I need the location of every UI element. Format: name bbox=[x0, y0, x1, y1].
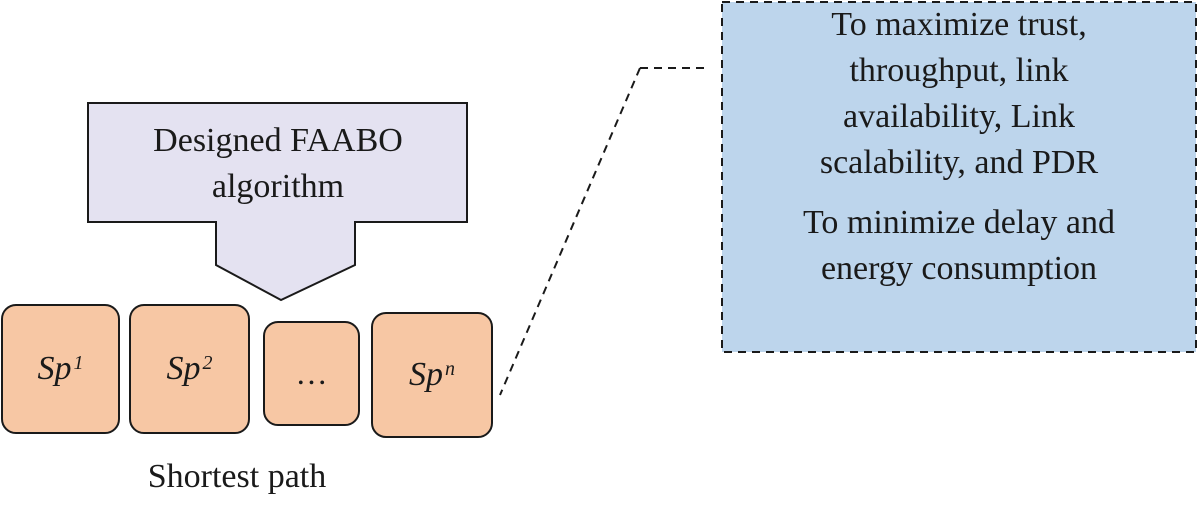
path-box-2 bbox=[129, 304, 250, 434]
ellipsis-text: … bbox=[295, 355, 328, 391]
path-box-1 bbox=[1, 304, 120, 434]
path-label-sup: 2 bbox=[202, 351, 213, 374]
objectives-box bbox=[721, 1, 1197, 353]
maximize-line: throughput, link bbox=[849, 52, 1069, 89]
path-box-ellipsis bbox=[263, 321, 360, 426]
path-label-sup: n bbox=[445, 357, 455, 380]
minimize-line: energy consumption bbox=[820, 250, 1098, 287]
objectives-text: To maximize trust, throughput, link avai… bbox=[724, 2, 1194, 292]
maximize-line: To maximize trust, bbox=[831, 6, 1087, 43]
callout-line-diagonal bbox=[499, 67, 641, 396]
path-label-base: Sp bbox=[166, 350, 201, 387]
path-label-base: Sp bbox=[409, 356, 443, 393]
maximize-line: scalability, and PDR bbox=[819, 144, 1099, 181]
path-box-n bbox=[371, 312, 493, 438]
algorithm-arrow bbox=[87, 102, 468, 302]
minimize-line: To minimize delay and bbox=[802, 204, 1116, 241]
algorithm-label-line2: algorithm bbox=[211, 168, 345, 205]
path-label-sup: 1 bbox=[73, 351, 84, 374]
algorithm-label-line1: Designed FAABO bbox=[153, 122, 403, 159]
path-label-base: Sp bbox=[37, 350, 72, 387]
shortest-path-caption: Shortest path bbox=[147, 458, 327, 495]
path-label-ellipsis: … bbox=[264, 322, 359, 425]
algorithm-label: Designed FAABO algorithm bbox=[88, 118, 468, 210]
maximize-line: availability, Link bbox=[843, 98, 1075, 135]
